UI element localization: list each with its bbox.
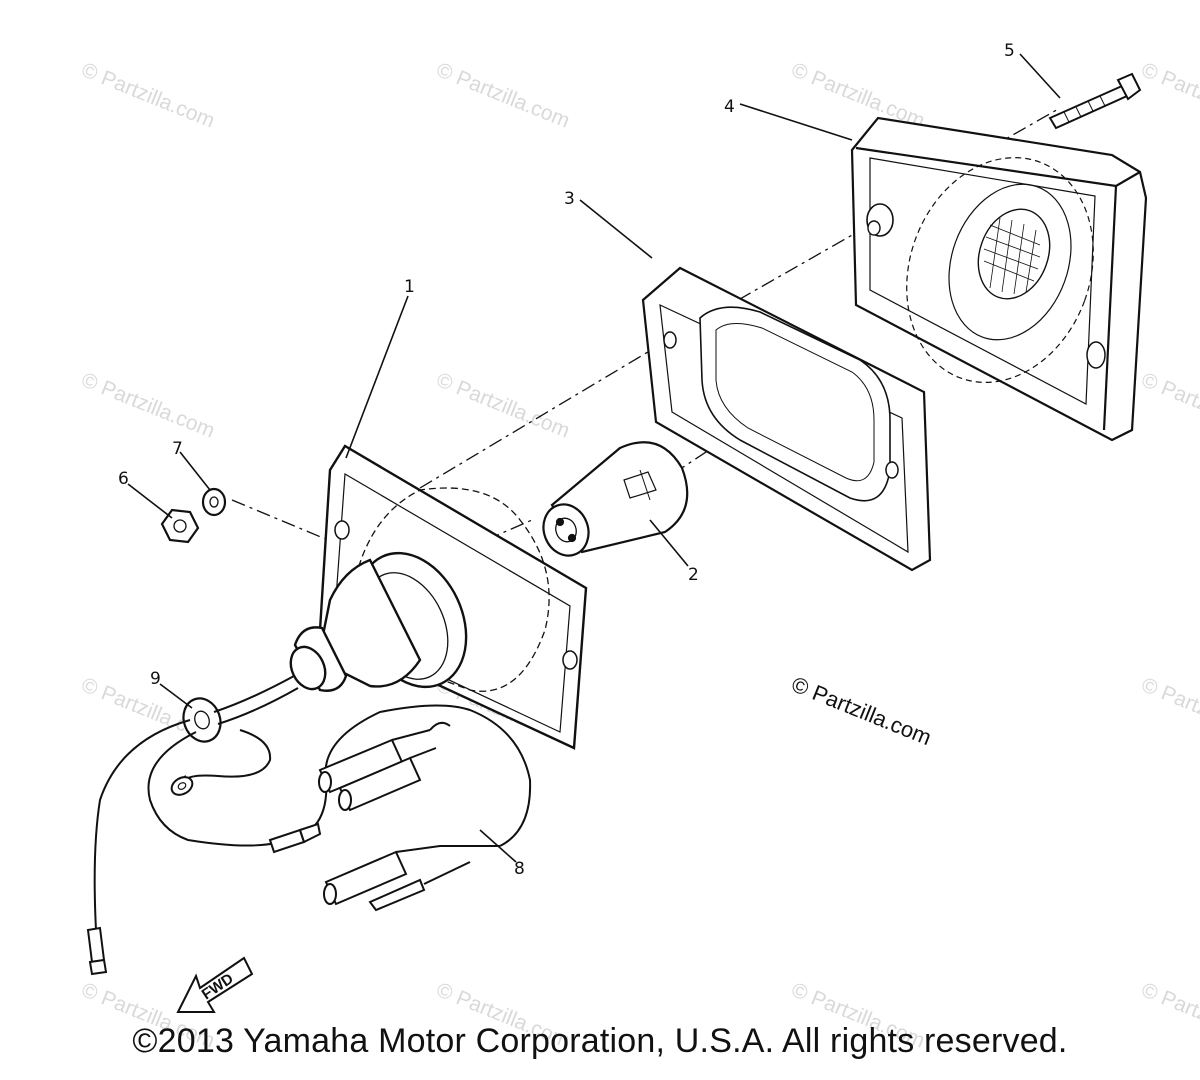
bullet-terminals (86, 822, 322, 976)
callout-5: 5 (1004, 41, 1015, 61)
callout-6: 6 (118, 469, 129, 489)
callout-1: 1 (404, 277, 415, 297)
callout-4: 4 (724, 97, 735, 117)
watermark: © Partzilla.com (1138, 58, 1200, 132)
fwd-arrow-icon (176, 956, 254, 1013)
partzilla-credit: © Partzilla.com (788, 671, 935, 750)
part-9-grommet (182, 697, 222, 743)
watermark: © Partzilla.com (433, 58, 573, 132)
watermark: © Partzilla.com (78, 368, 218, 442)
part-8-connectors (318, 721, 500, 912)
part-2-bulb (542, 441, 689, 557)
callout-9: 9 (150, 669, 161, 689)
watermark: © Partzilla.com (1138, 673, 1200, 747)
watermark: © Partzilla.com (433, 368, 573, 442)
callout-leaders (127, 53, 1061, 863)
watermark: © Partzilla.com (78, 58, 218, 132)
callout-numbers: 1 2 3 4 5 6 7 8 9 (118, 41, 1015, 879)
ring-terminal (170, 776, 194, 796)
part-5-screw (1048, 72, 1142, 130)
part-7-washer (201, 487, 227, 517)
part-4-lens (850, 116, 1148, 442)
callout-3: 3 (564, 189, 575, 209)
watermark: © Partzilla.com (1138, 368, 1200, 442)
part-1-base (289, 444, 588, 750)
callout-7: 7 (172, 439, 183, 459)
callout-8: 8 (514, 859, 525, 879)
copyright-notice: ©2013 Yamaha Motor Corporation, U.S.A. A… (132, 1022, 1068, 1060)
fwd-arrow: FWD (176, 956, 254, 1013)
part-3-gasket (641, 266, 932, 572)
lens-grid-pattern (983, 217, 1041, 295)
callout-2: 2 (688, 565, 699, 585)
